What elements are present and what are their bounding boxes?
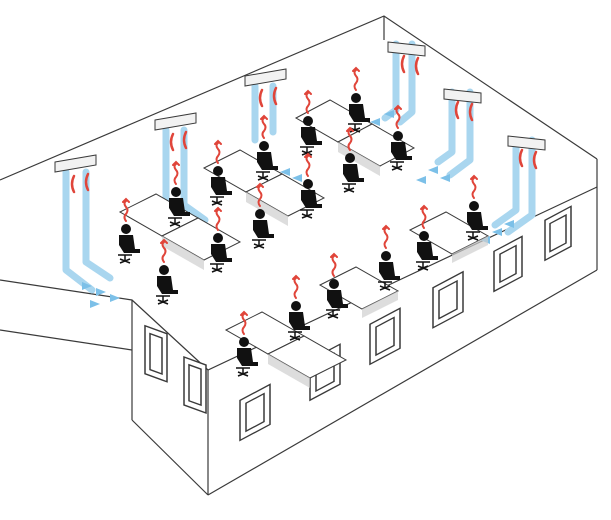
window-icon <box>369 307 401 366</box>
seated-person-icon <box>326 279 348 319</box>
seated-person-icon <box>390 131 412 171</box>
seated-person-icon <box>348 93 370 133</box>
heat-plume <box>214 139 222 164</box>
ceiling-diffuser-icon <box>154 112 197 131</box>
seated-person-icon <box>236 337 258 377</box>
ceiling-diffuser-icon <box>244 68 287 87</box>
seated-person-icon <box>300 116 322 156</box>
office-chair-icon <box>256 171 270 181</box>
office-chair-icon <box>348 123 362 133</box>
seated-person-icon <box>300 179 322 219</box>
seated-person-icon <box>416 231 438 271</box>
office-chair-icon <box>168 217 182 227</box>
heat-plumes <box>122 66 478 335</box>
heat-plume <box>352 66 360 91</box>
window-icon <box>544 205 572 262</box>
office-chair-icon <box>252 239 266 249</box>
heat-plume <box>346 126 354 151</box>
office-chair-icon <box>300 209 314 219</box>
heat-plume <box>260 114 268 139</box>
office-chair-icon <box>156 295 170 305</box>
heat-plume <box>304 152 312 177</box>
window-icon <box>432 270 464 329</box>
seated-person-icon <box>210 233 232 273</box>
heat-plume <box>122 197 130 222</box>
heat-plume <box>160 238 168 263</box>
seated-person-icon <box>288 301 310 341</box>
seated-person-icon <box>378 251 400 291</box>
seated-person-icon <box>210 166 232 206</box>
seated-person-icon <box>256 141 278 181</box>
heat-plume <box>330 252 338 277</box>
seated-person-icon <box>342 153 364 193</box>
seated-person-icon <box>252 209 274 249</box>
desk-shadows <box>162 142 488 388</box>
seated-person-icon <box>466 201 488 241</box>
seated-person-icon <box>156 265 178 305</box>
ceiling-diffuser-icon <box>443 88 482 104</box>
window-icon <box>144 324 168 383</box>
heat-plume <box>470 174 478 199</box>
office-chair-icon <box>118 254 132 264</box>
heat-plume <box>420 204 428 229</box>
heat-plume <box>394 104 402 129</box>
heat-plume <box>292 274 300 299</box>
office-chair-icon <box>378 281 392 291</box>
window-icon <box>493 235 523 293</box>
heat-plume <box>172 160 180 185</box>
office-chair-icon <box>342 183 356 193</box>
office-chair-icon <box>210 263 224 273</box>
office-chair-icon <box>326 309 340 319</box>
office-chair-icon <box>288 331 302 341</box>
office-chair-icon <box>466 231 480 241</box>
office-chair-icon <box>210 196 224 206</box>
ceiling-diffuser-icon <box>507 135 546 151</box>
ceiling-diffuser-icon <box>387 41 426 57</box>
heat-plume <box>214 206 222 231</box>
diffuser-heat-marks <box>70 54 538 194</box>
occupants <box>118 93 488 377</box>
ceiling-diffusers <box>54 41 546 173</box>
seated-person-icon <box>118 224 140 264</box>
office-chair-icon <box>416 261 430 271</box>
heat-plume <box>304 89 312 114</box>
seated-person-icon <box>168 187 190 227</box>
heat-plume <box>382 224 390 249</box>
window-icon <box>239 383 271 442</box>
office-chair-icon <box>390 161 404 171</box>
heat-plume <box>256 182 264 207</box>
office-chair-icon <box>236 367 250 377</box>
heat-plume <box>240 310 248 335</box>
ceiling-diffuser-icon <box>54 154 97 173</box>
window-icon <box>183 355 207 415</box>
room-shell <box>0 15 598 496</box>
office-chair-icon <box>300 146 314 156</box>
